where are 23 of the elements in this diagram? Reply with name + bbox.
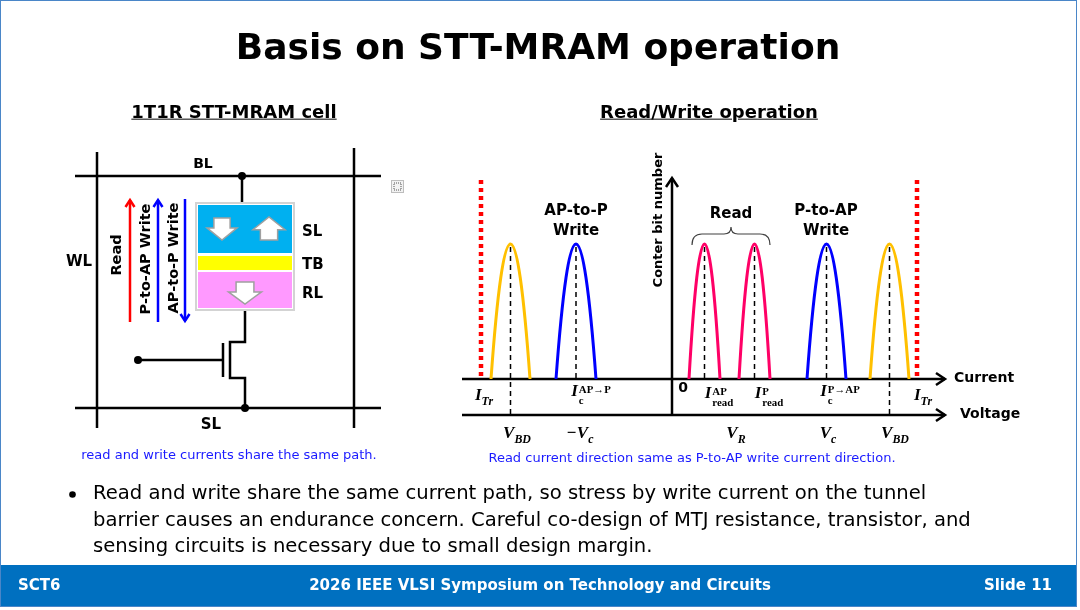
voltage-label: V$_{BD}$	[881, 423, 909, 443]
caption: Read current direction same as P-to-AP write current direction.	[488, 450, 896, 466]
slide-number: Slide 11	[983, 577, 1052, 595]
current-label: I$_{Tr}$	[474, 385, 494, 405]
axis-title: Voltage	[960, 404, 1021, 422]
axis-title: Conter bit number	[650, 152, 666, 288]
bullet-text: Read and write share the same current path, so stress by write current on the tunnel barrier causes an endurance concern. Careful co-design of MTJ resistance, transistor, and sensing circuits is necessary due to small design margin.	[93, 480, 972, 559]
slide-title: Basis on STT-MRAM operation	[235, 26, 841, 68]
origin-label: 0	[678, 378, 688, 396]
current-label: I$_{Tr}$	[913, 385, 933, 405]
footer-text: 2026 IEEE VLSI Symposium on Technology and Circuits	[309, 577, 771, 595]
section-heading: 1T1R STT-MRAM cell	[131, 101, 337, 123]
axis-title: Current	[954, 368, 1015, 386]
footer-text: SCT6	[18, 577, 61, 595]
peak-label: P-to-AP Write	[793, 200, 859, 240]
voltage-label: V$_{c}$	[819, 423, 837, 443]
caption: read and write currents share the same path.	[81, 447, 377, 463]
peak-label: Read	[709, 205, 753, 223]
voltage-label: −V$_{c}$	[566, 423, 594, 443]
voltage-label: V$_{R}$	[726, 423, 746, 443]
voltage-label: V$_{BD}$	[503, 423, 531, 443]
peak-label: AP-to-P Write	[543, 200, 609, 240]
section-heading: Read/Write operation	[600, 101, 818, 123]
